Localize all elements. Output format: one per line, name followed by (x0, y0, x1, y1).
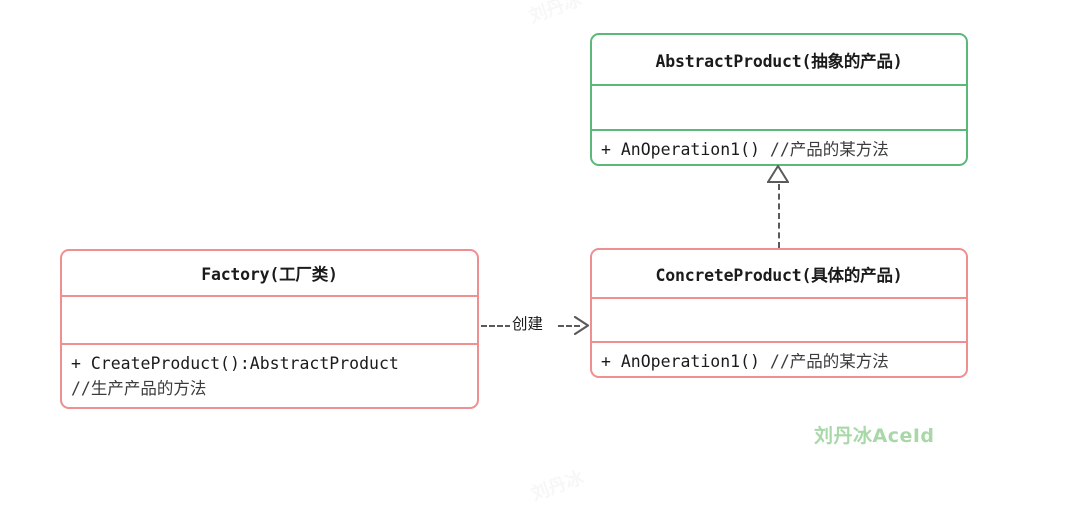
class-methods-concrete-product: + AnOperation1() //产品的某方法 (592, 341, 966, 376)
method-comment: //产品的某方法 (769, 140, 889, 159)
class-name-concrete-product: ConcreteProduct(具体的产品) (655, 265, 903, 285)
class-name-abstract-product: AbstractProduct(抽象的产品) (655, 51, 903, 71)
class-methods-abstract-product: + AnOperation1() //产品的某方法 (592, 129, 966, 164)
realization-dashed-line (778, 184, 780, 248)
realization-triangle-icon (767, 165, 789, 183)
dependency-label: 创建 (510, 314, 546, 334)
class-name-factory: Factory(工厂类) (201, 265, 338, 284)
class-attributes-concrete-product (592, 297, 966, 341)
method-signature: + CreateProduct():AbstractProduct (71, 354, 399, 373)
dependency-dashed-line-right (558, 325, 580, 327)
class-attributes-factory (62, 295, 477, 343)
dependency-open-arrow-icon (574, 316, 590, 335)
class-box-concrete-product[interactable]: ConcreteProduct(具体的产品) + AnOperation1() … (590, 248, 968, 378)
method-signature: + AnOperation1() (601, 352, 770, 371)
method-comment: //生产产品的方法 (71, 379, 207, 398)
class-attributes-abstract-product (592, 84, 966, 129)
dependency-dashed-line-left (481, 325, 511, 327)
watermark-bottom: 刘丹冰 (528, 467, 587, 506)
class-methods-factory: + CreateProduct():AbstractProduct //生产产品… (62, 343, 477, 407)
method-comment: //产品的某方法 (769, 352, 889, 371)
watermark-top: 刘丹冰 (526, 0, 585, 28)
class-box-abstract-product[interactable]: AbstractProduct(抽象的产品) + AnOperation1() … (590, 33, 968, 166)
method-signature: + AnOperation1() (601, 140, 770, 159)
class-box-factory[interactable]: Factory(工厂类) + CreateProduct():AbstractP… (60, 249, 479, 409)
watermark-author: 刘丹冰AceId (814, 425, 935, 447)
